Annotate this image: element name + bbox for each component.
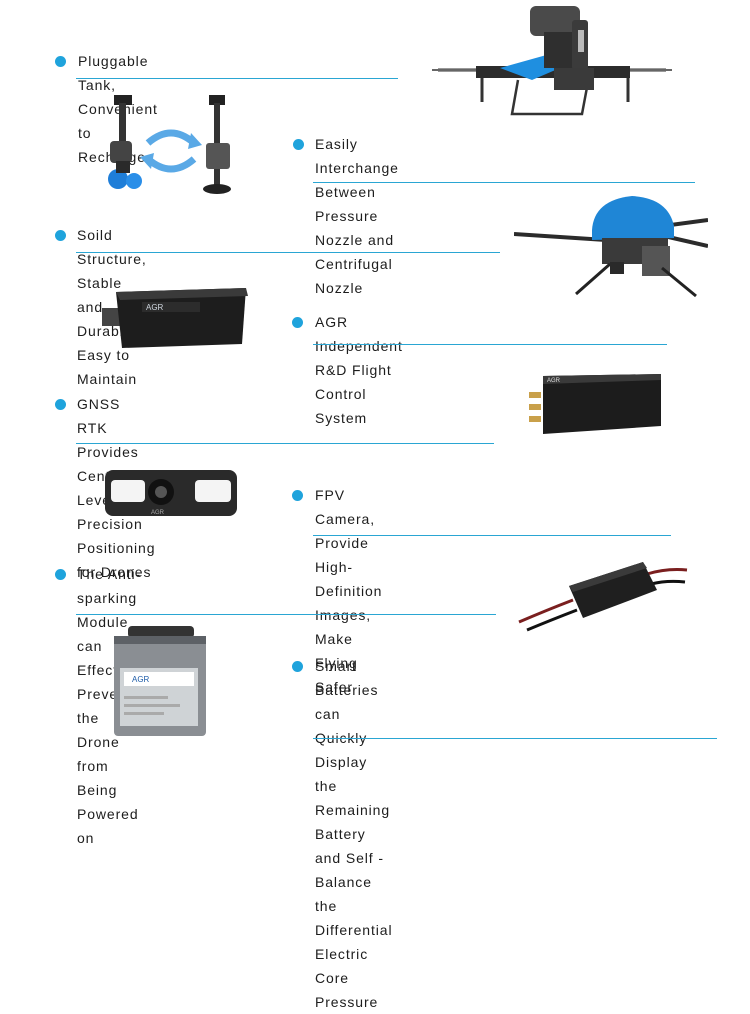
drone-structure-image — [514, 196, 708, 298]
camera-label: AGR — [151, 510, 165, 516]
feature-text: AGR Independent R&D Flight Control Syste… — [315, 314, 403, 426]
bullet-dot — [292, 661, 303, 672]
flight-controller-label: AGR — [146, 303, 164, 312]
feature-underline — [313, 344, 667, 345]
feature-underline — [76, 614, 496, 615]
feature-underline — [313, 182, 695, 183]
bullet-dot — [55, 230, 66, 241]
bullet-dot — [55, 399, 66, 410]
feature-underline — [76, 443, 494, 444]
feature-text: Smart Batteries can Quickly Display the … — [315, 658, 393, 1010]
bullet-dot — [293, 139, 304, 150]
feature-underline — [76, 78, 398, 79]
battery-label: AGR — [132, 675, 150, 684]
feature-underline — [76, 252, 500, 253]
feature-underline — [313, 738, 717, 739]
bullet-dot — [55, 56, 66, 67]
flight-controller-image: AGR — [102, 288, 248, 348]
fpv-camera-image: AGR — [105, 470, 237, 516]
feature-text: Easily Interchange Between Pressure Nozz… — [315, 136, 399, 296]
bullet-dot — [292, 490, 303, 501]
bullet-dot — [55, 569, 66, 580]
feature-text: FPV Camera, Provide High-Definition Imag… — [315, 487, 383, 695]
feature-underline — [313, 535, 671, 536]
smart-battery-image: AGR — [114, 626, 206, 736]
anti-sparking-module-image — [518, 562, 688, 632]
feature-text: Soild Structure, Stable and Durable, Eas… — [77, 227, 147, 387]
rtk-module-label: AGR — [547, 378, 561, 384]
drone-tank-image — [432, 6, 672, 116]
bullet-dot — [292, 317, 303, 328]
nozzle-interchange-image — [108, 95, 231, 194]
rtk-module-image: AGR — [529, 374, 661, 434]
